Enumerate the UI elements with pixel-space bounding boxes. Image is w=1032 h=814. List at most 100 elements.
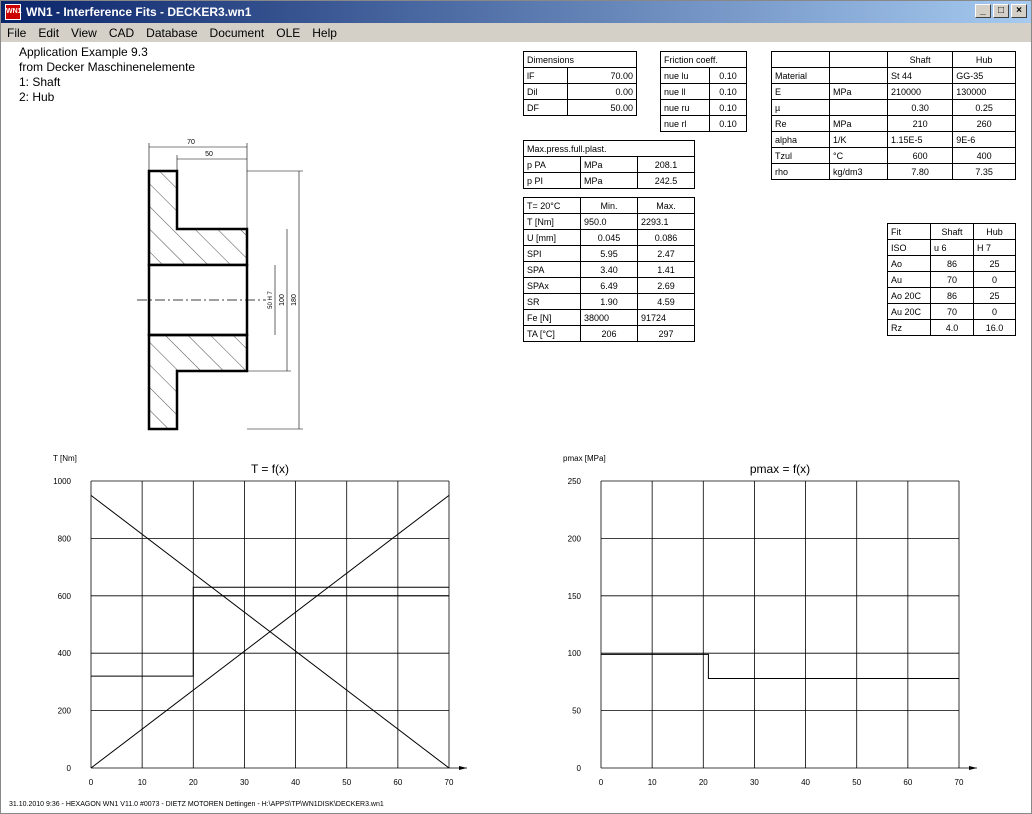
material-unit: °C	[829, 147, 888, 164]
fit-hub[interactable]: 25	[973, 287, 1016, 304]
fit-shaft[interactable]: 86	[930, 287, 974, 304]
dim-value[interactable]: 70.00	[567, 67, 637, 84]
menu-file[interactable]: File	[7, 25, 27, 40]
x-tick-label: 60	[393, 778, 402, 787]
maximize-button[interactable]: □	[993, 4, 1009, 18]
minimize-button[interactable]: _	[975, 4, 991, 18]
menu-edit[interactable]: Edit	[38, 25, 60, 40]
results-label: SPA	[523, 261, 581, 278]
results-min: 0.045	[580, 229, 638, 246]
results-label: SR	[523, 293, 581, 310]
y-tick-label: 0	[67, 764, 72, 773]
menu-help[interactable]: Help	[312, 25, 337, 40]
material-label: rho	[771, 163, 830, 180]
material-hub[interactable]: 130000	[952, 83, 1016, 100]
x-tick-label: 10	[138, 778, 147, 787]
results-col-min: Min.	[580, 197, 638, 214]
menu-view[interactable]: View	[71, 25, 97, 40]
results-min: 5.95	[580, 245, 638, 262]
friction-label: nue rl	[659, 115, 711, 132]
dim-value[interactable]: 0.00	[567, 83, 637, 100]
fit-label: Au 20C	[887, 303, 931, 320]
menu-document[interactable]: Document	[209, 25, 265, 40]
fit-label: ISO	[887, 239, 931, 256]
app-icon[interactable]: WN1	[5, 4, 22, 20]
document-canvas[interactable]: Application Example 9.3 from Decker Masc…	[1, 43, 1031, 813]
dim-value[interactable]: 50.00	[567, 99, 637, 116]
material-shaft[interactable]: 210000	[886, 83, 954, 100]
material-hub[interactable]: 400	[952, 147, 1016, 164]
x-tick-label: 70	[445, 778, 454, 787]
close-button[interactable]: ×	[1011, 4, 1027, 18]
friction-value[interactable]: 0.10	[709, 67, 747, 84]
friction-label: nue lu	[659, 67, 711, 84]
x-axis-arrowhead	[459, 766, 467, 770]
material-shaft[interactable]: 600	[886, 147, 954, 164]
window-title: WN1 - Interference Fits - DECKER3.wn1	[26, 5, 252, 19]
friction-value[interactable]: 0.10	[709, 99, 747, 116]
menu-database[interactable]: Database	[146, 25, 198, 40]
series-line-1	[601, 653, 959, 679]
material-unit: kg/dm3	[829, 163, 888, 180]
menu-ole[interactable]: OLE	[276, 25, 301, 40]
plastic-unit: MPa	[580, 156, 638, 173]
y-tick-label: 100	[568, 649, 582, 658]
fit-hub[interactable]: 25	[973, 255, 1016, 272]
fit-shaft[interactable]: 70	[930, 271, 974, 288]
fit-hub[interactable]: 0	[973, 303, 1016, 320]
title-bar[interactable]: WN1 WN1 - Interference Fits - DECKER3.wn…	[1, 1, 1031, 23]
friction-value[interactable]: 0.10	[709, 115, 747, 132]
fit-shaft[interactable]: 70	[930, 303, 974, 320]
material-label: Tzul	[771, 147, 830, 164]
y-tick-label: 1000	[53, 477, 71, 486]
fit-hub[interactable]: 0	[973, 271, 1016, 288]
material-col	[829, 51, 888, 68]
fit-shaft[interactable]: 86	[930, 255, 974, 272]
material-hub[interactable]: 0.25	[952, 99, 1016, 116]
material-col	[771, 51, 830, 68]
material-shaft[interactable]: 210	[886, 115, 954, 132]
fit-hub[interactable]: H 7	[973, 239, 1016, 256]
dimensions-header: Dimensions	[523, 51, 637, 68]
material-shaft[interactable]: 1.15E-5	[886, 131, 954, 148]
material-shaft[interactable]: 7.80	[886, 163, 954, 180]
fit-shaft[interactable]: u 6	[930, 239, 974, 256]
x-tick-label: 30	[750, 778, 759, 787]
material-shaft[interactable]: 0.30	[886, 99, 954, 116]
y-tick-label: 250	[568, 477, 582, 486]
friction-value[interactable]: 0.10	[709, 83, 747, 100]
material-col-hub: Hub	[952, 51, 1016, 68]
results-min: 206	[580, 325, 638, 342]
y-axis-label: T [Nm]	[53, 454, 77, 463]
menu-cad[interactable]: CAD	[108, 25, 135, 40]
material-hub[interactable]: 260	[952, 115, 1016, 132]
dim-label: Dil	[522, 83, 569, 100]
fit-hub[interactable]: 16.0	[973, 319, 1016, 336]
results-max: 1.41	[637, 261, 695, 278]
fit-shaft[interactable]: 4.0	[930, 319, 974, 336]
info-text: Application Example 9.3 from Decker Masc…	[19, 45, 195, 105]
results-max: 91724	[637, 309, 695, 326]
material-hub[interactable]: GG-35	[952, 67, 1016, 84]
fit-col-shaft: Shaft	[930, 223, 974, 240]
x-tick-label: 30	[240, 778, 249, 787]
material-hub[interactable]: 9E-6	[952, 131, 1016, 148]
info-line-3: 1: Shaft	[19, 75, 61, 89]
material-label: Re	[771, 115, 830, 132]
material-label: alpha	[771, 131, 830, 148]
material-shaft[interactable]: St 44	[886, 67, 954, 84]
material-hub[interactable]: 7.35	[952, 163, 1016, 180]
